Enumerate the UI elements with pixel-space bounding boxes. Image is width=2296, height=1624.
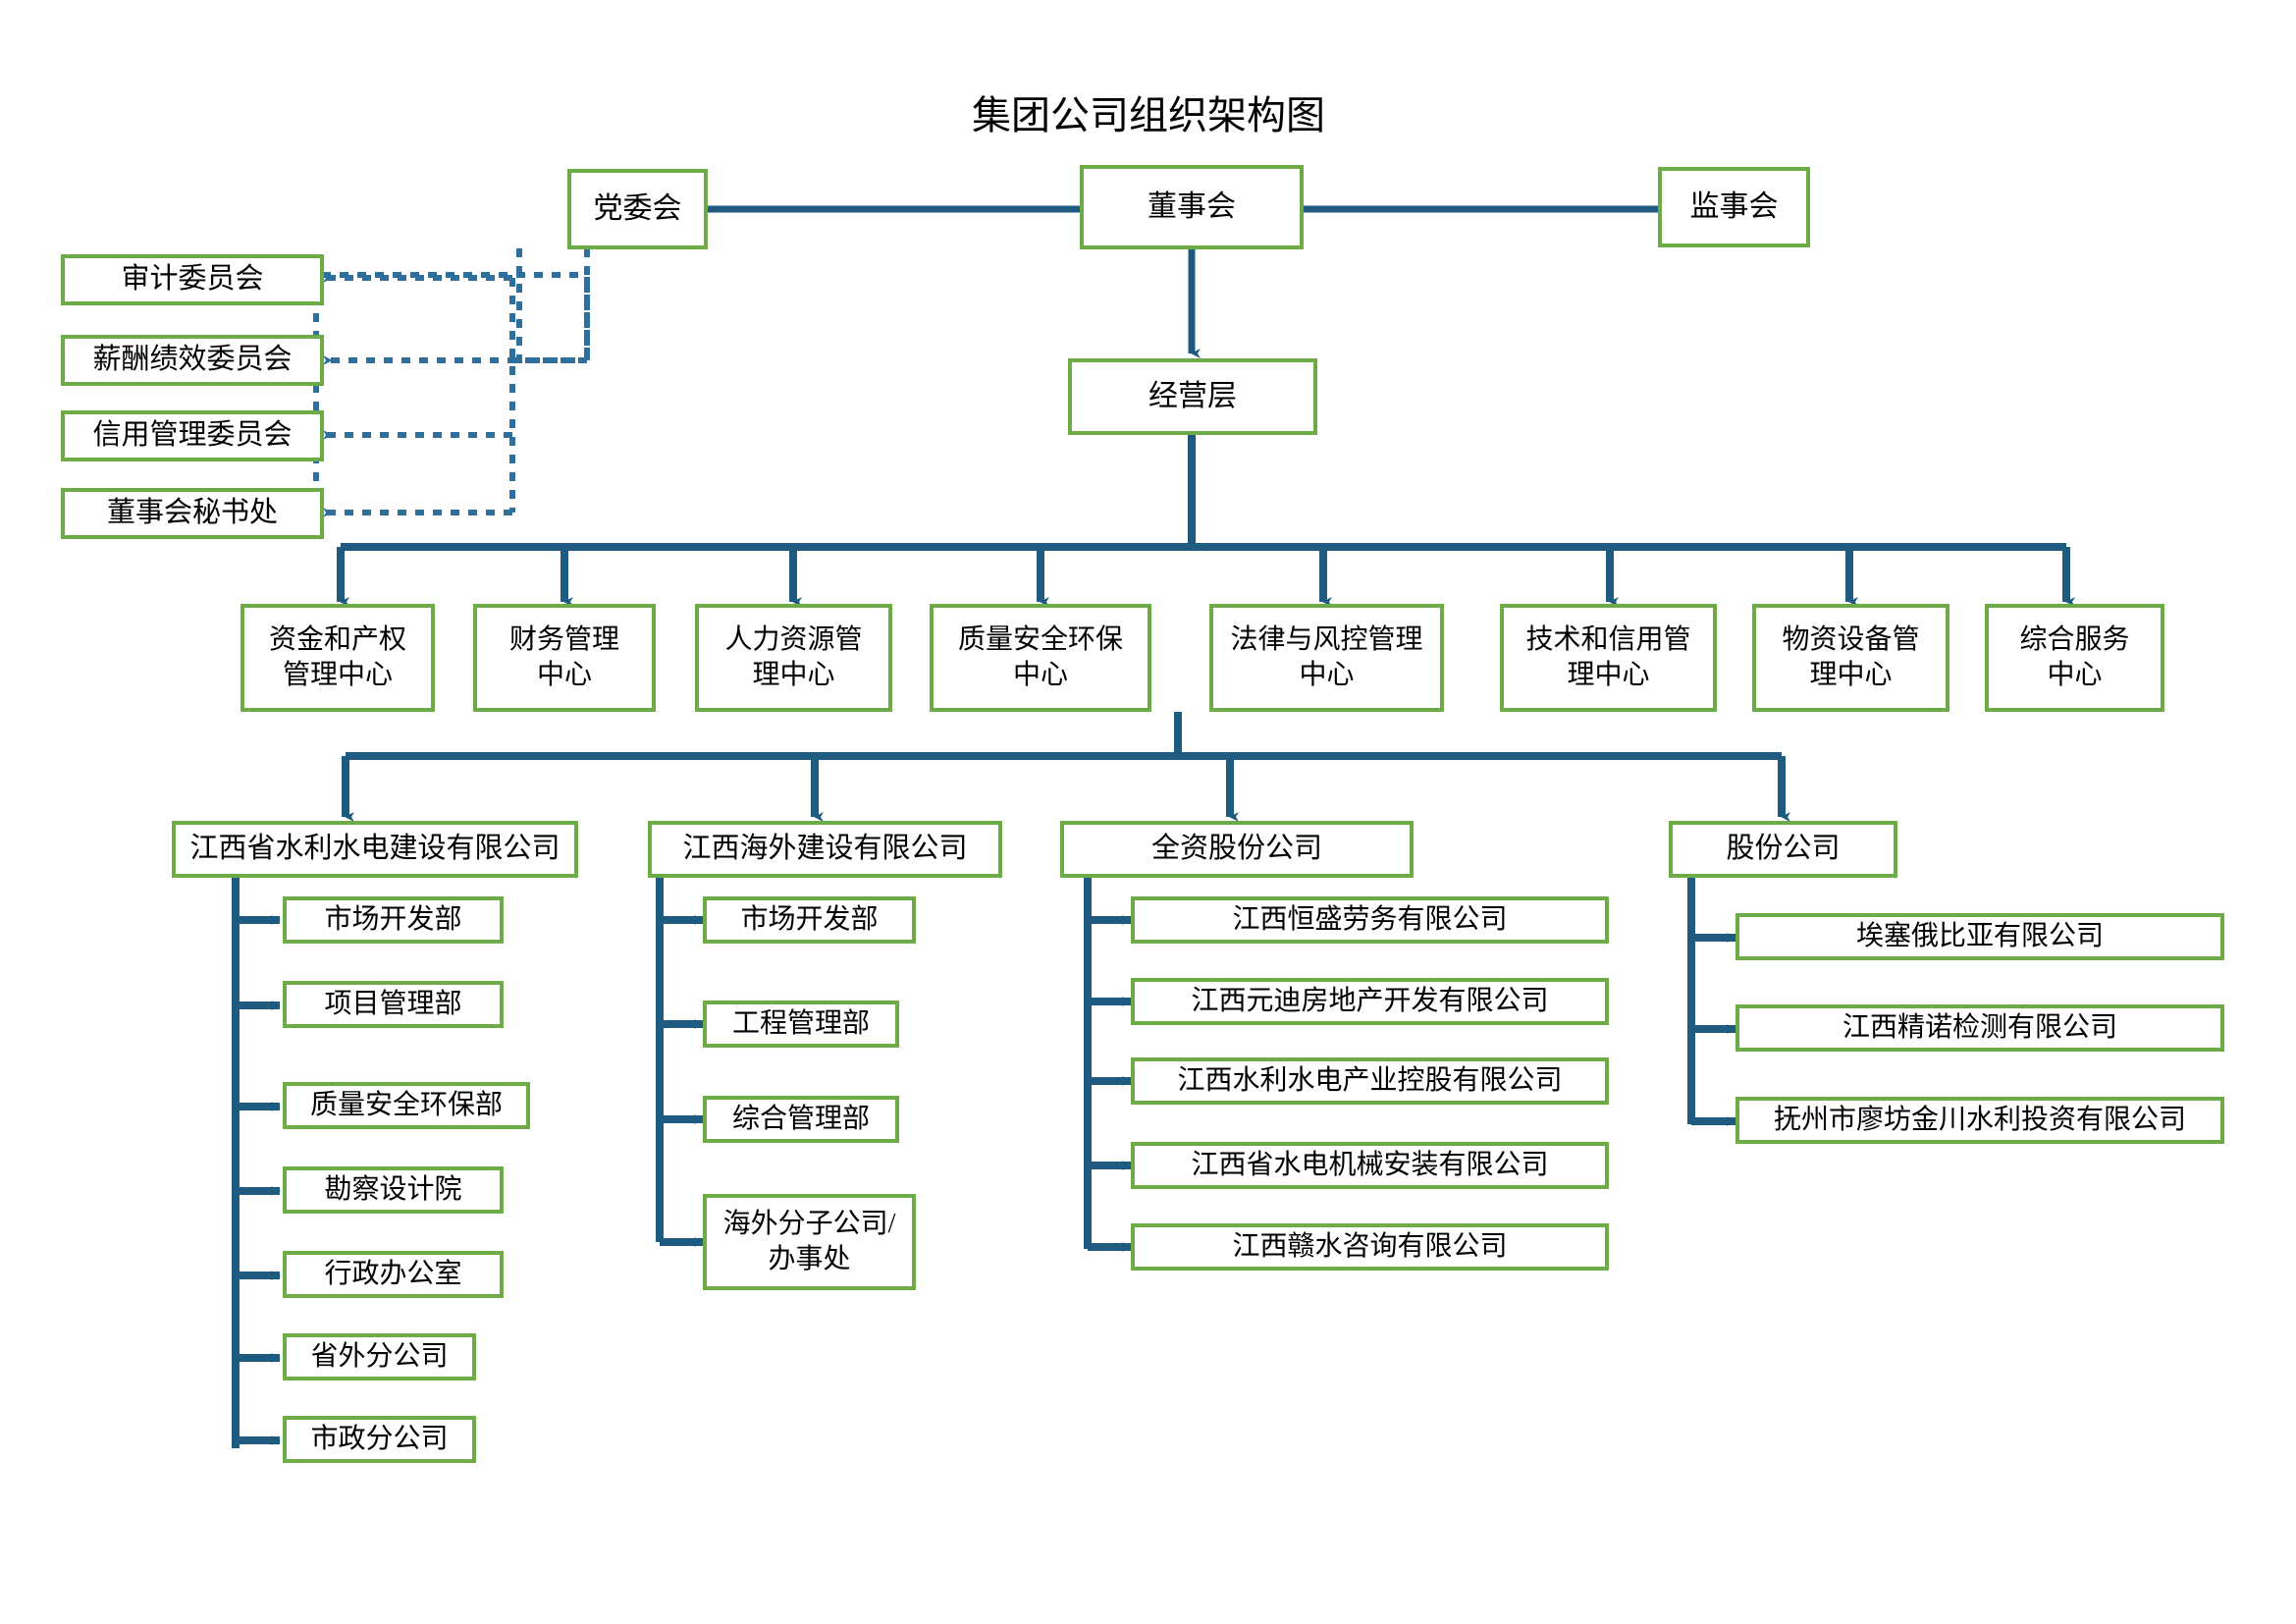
sub2-child-3[interactable]: 江西省水电机械安装有限公司 xyxy=(1131,1142,1609,1189)
node-management-layer[interactable]: 经营层 xyxy=(1068,358,1317,435)
center-box-1[interactable]: 财务管理 中心 xyxy=(473,604,656,712)
sub1-child-0[interactable]: 市场开发部 xyxy=(703,896,916,944)
center-box-4[interactable]: 法律与风控管理 中心 xyxy=(1209,604,1444,712)
sub0-child-6[interactable]: 市政分公司 xyxy=(283,1416,476,1463)
sub3-child-0[interactable]: 埃塞俄比亚有限公司 xyxy=(1735,913,2224,960)
committee-box-0[interactable]: 审计委员会 xyxy=(61,254,324,305)
center-box-6[interactable]: 物资设备管 理中心 xyxy=(1752,604,1949,712)
center-box-3[interactable]: 质量安全环保 中心 xyxy=(930,604,1151,712)
node-party-committee[interactable]: 党委会 xyxy=(567,169,708,249)
sub1-child-1[interactable]: 工程管理部 xyxy=(703,1001,899,1048)
node-board-of-supervisors[interactable]: 监事会 xyxy=(1658,167,1810,247)
subsidiary-header-1[interactable]: 江西海外建设有限公司 xyxy=(648,821,1002,878)
sub1-child-3[interactable]: 海外分子公司/ 办事处 xyxy=(703,1194,916,1290)
committee-box-3[interactable]: 董事会秘书处 xyxy=(61,488,324,539)
sub1-child-2[interactable]: 综合管理部 xyxy=(703,1096,899,1143)
center-box-0[interactable]: 资金和产权 管理中心 xyxy=(240,604,435,712)
sub2-child-4[interactable]: 江西赣水咨询有限公司 xyxy=(1131,1223,1609,1271)
page-title: 集团公司组织架构图 xyxy=(972,93,1325,137)
sub0-child-5[interactable]: 省外分公司 xyxy=(283,1333,476,1380)
center-box-7[interactable]: 综合服务 中心 xyxy=(1985,604,2164,712)
sub0-child-0[interactable]: 市场开发部 xyxy=(283,896,504,944)
center-box-2[interactable]: 人力资源管 理中心 xyxy=(695,604,892,712)
sub3-child-1[interactable]: 江西精诺检测有限公司 xyxy=(1735,1004,2224,1052)
node-board-of-directors[interactable]: 董事会 xyxy=(1080,165,1304,249)
sub0-child-2[interactable]: 质量安全环保部 xyxy=(283,1082,530,1129)
subsidiary-header-0[interactable]: 江西省水利水电建设有限公司 xyxy=(172,821,578,878)
subsidiary-header-3[interactable]: 股份公司 xyxy=(1669,821,1897,878)
center-box-5[interactable]: 技术和信用管 理中心 xyxy=(1500,604,1717,712)
sub2-child-2[interactable]: 江西水利水电产业控股有限公司 xyxy=(1131,1057,1609,1105)
sub0-child-1[interactable]: 项目管理部 xyxy=(283,981,504,1028)
sub2-child-1[interactable]: 江西元迪房地产开发有限公司 xyxy=(1131,978,1609,1025)
sub0-child-4[interactable]: 行政办公室 xyxy=(283,1251,504,1298)
committee-box-1[interactable]: 薪酬绩效委员会 xyxy=(61,335,324,386)
sub3-child-2[interactable]: 抚州市廖坊金川水利投资有限公司 xyxy=(1735,1097,2224,1144)
subsidiary-header-2[interactable]: 全资股份公司 xyxy=(1060,821,1414,878)
sub0-child-3[interactable]: 勘察设计院 xyxy=(283,1166,504,1214)
committee-box-2[interactable]: 信用管理委员会 xyxy=(61,410,324,461)
sub2-child-0[interactable]: 江西恒盛劳务有限公司 xyxy=(1131,896,1609,944)
